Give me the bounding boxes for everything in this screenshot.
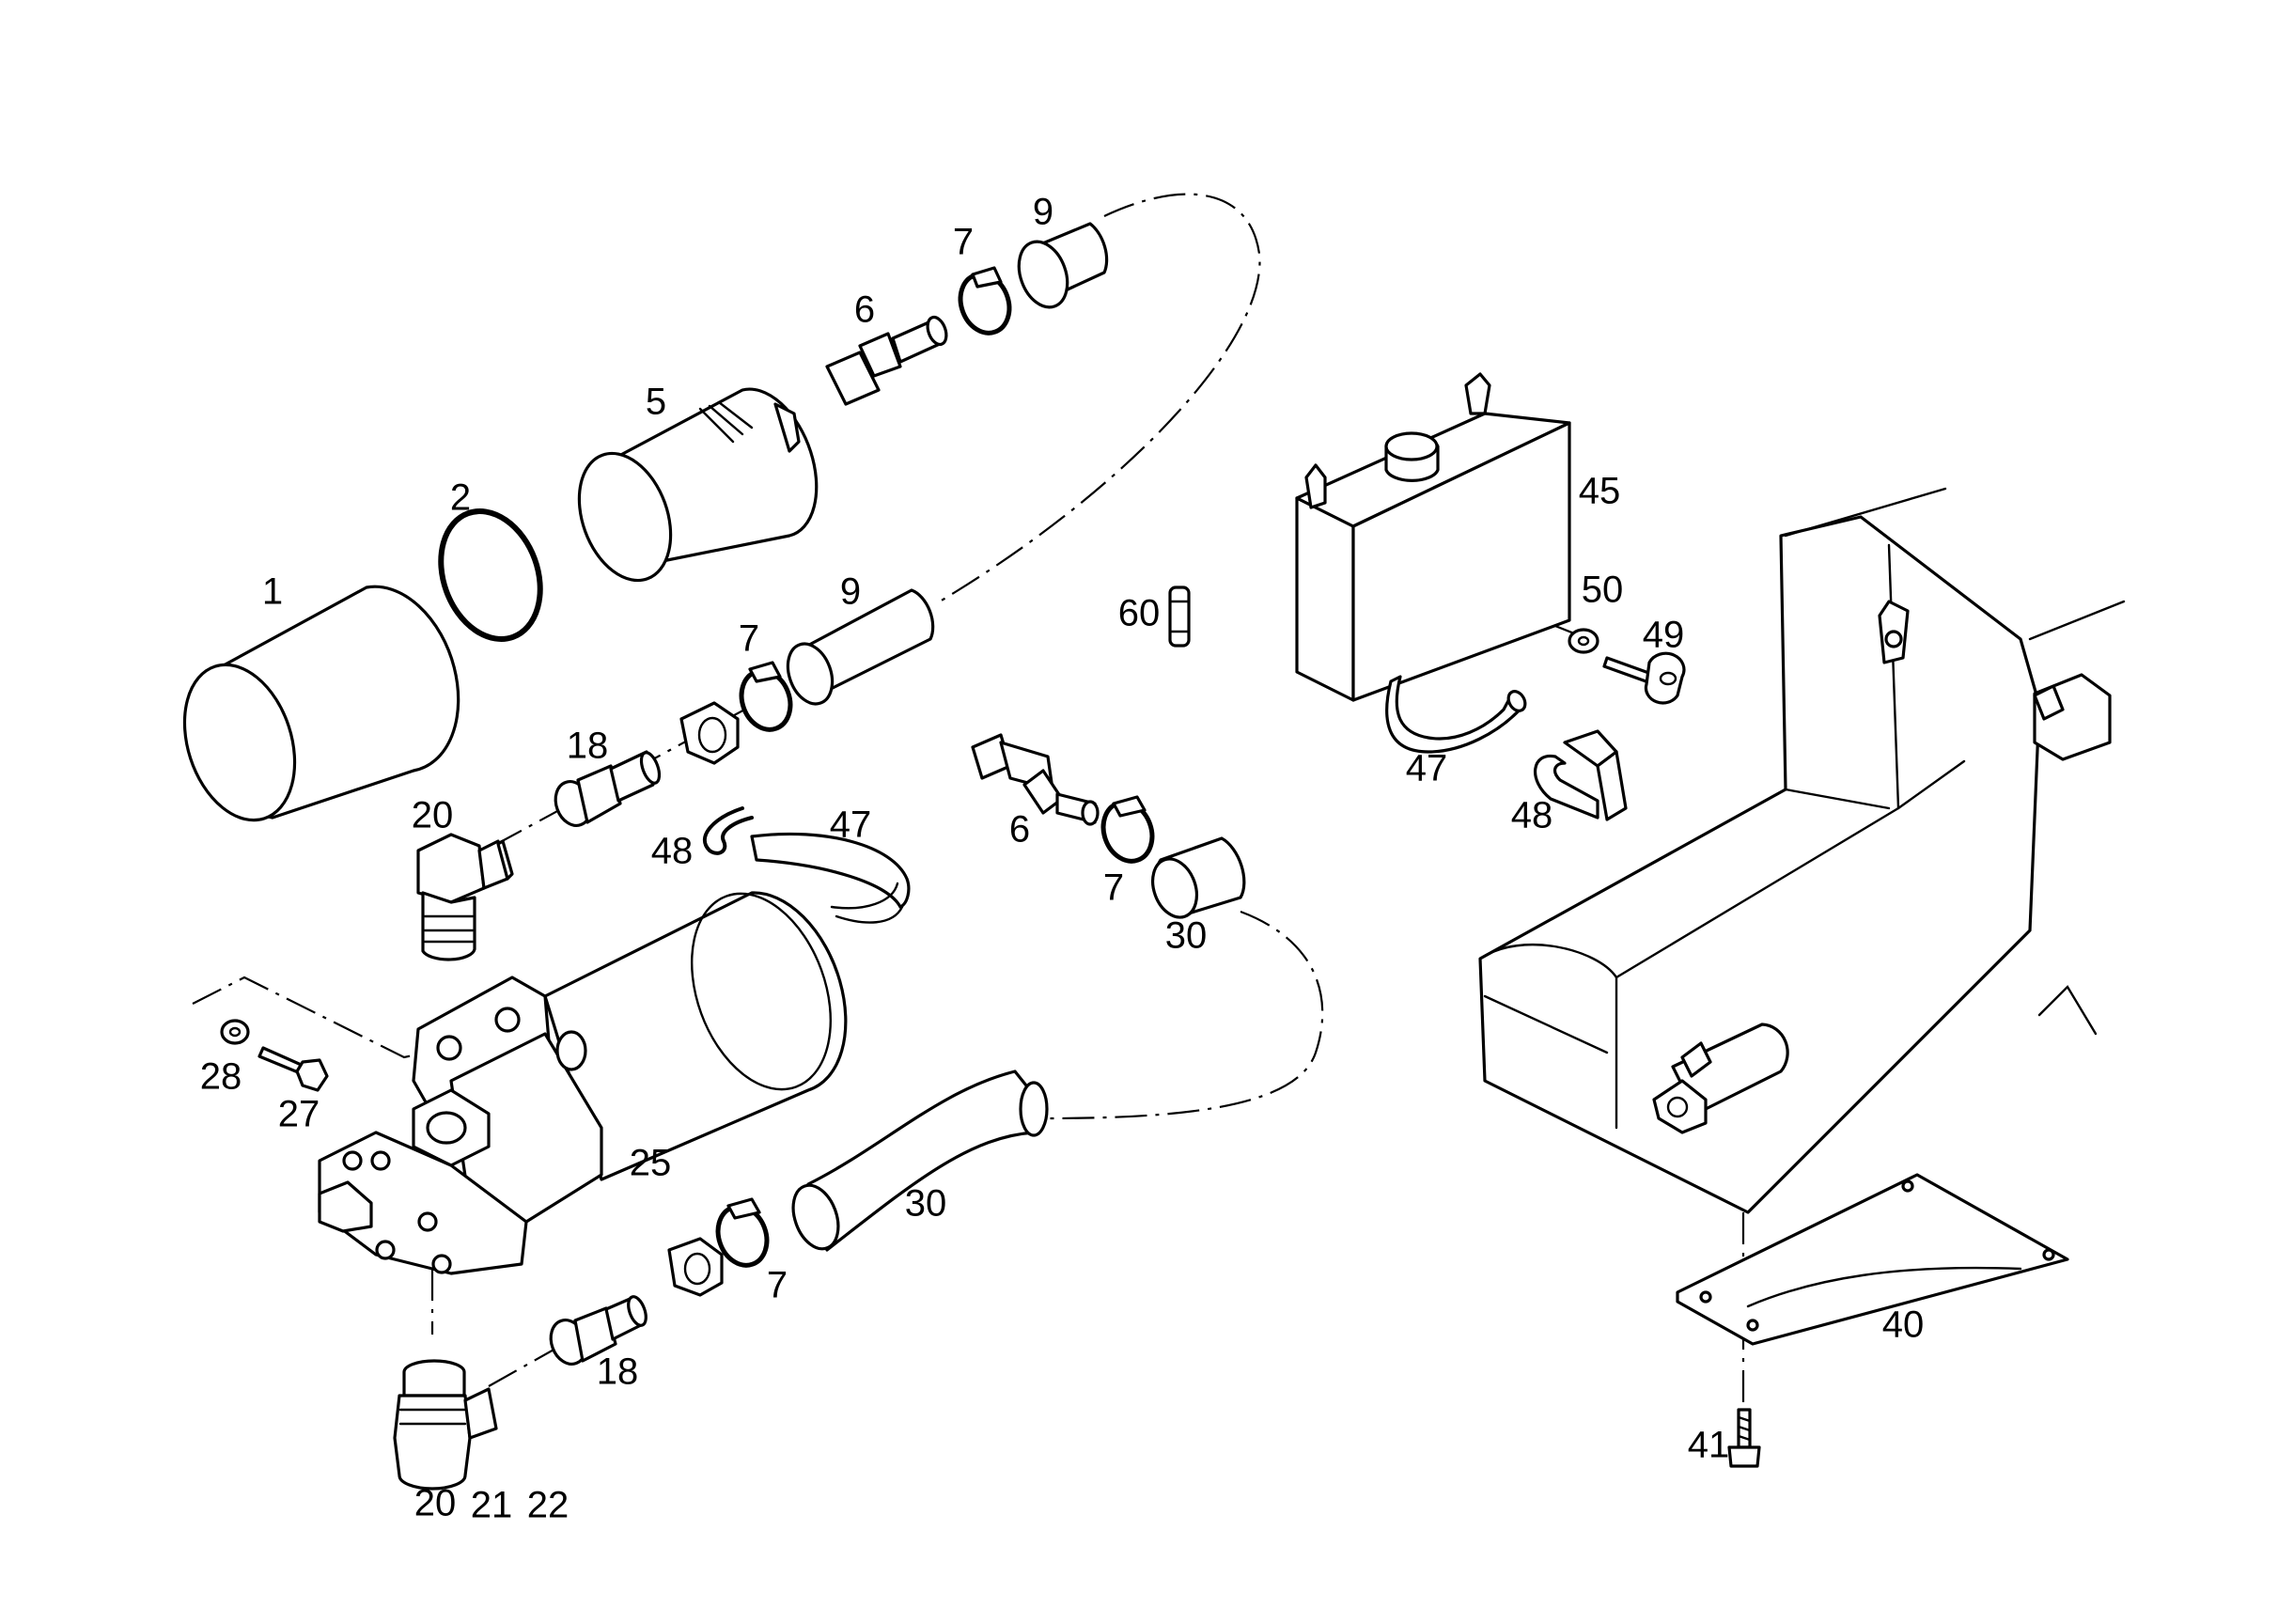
hose-clamp-d	[715, 1197, 770, 1268]
label-30-short: 30	[1165, 915, 1208, 957]
hose-nipple-lower	[971, 733, 1100, 826]
label-21: 21	[471, 1485, 513, 1526]
hose-nipple-upper	[825, 315, 948, 406]
label-20-upper: 20	[412, 795, 454, 836]
hose-clamp-c	[1100, 795, 1155, 864]
label-27: 27	[278, 1094, 320, 1135]
filter-housing	[577, 387, 819, 583]
fuel-hose-long	[791, 1070, 1049, 1252]
label-50: 50	[1582, 570, 1624, 611]
label-1: 1	[262, 571, 283, 613]
washer	[220, 1019, 250, 1045]
callout-labels: 1 2 5 6 7 9 9 7 18 20 48 47 60 45 50 49 …	[200, 192, 1925, 1526]
elbow-fitting-upper	[416, 833, 514, 961]
fuse	[1168, 586, 1191, 648]
label-25: 25	[630, 1143, 672, 1184]
label-49: 49	[1643, 615, 1685, 656]
strap-clamp	[1534, 729, 1628, 821]
filter-cartridge	[182, 585, 460, 822]
label-40: 40	[1882, 1304, 1925, 1346]
label-7-right: 7	[1103, 867, 1124, 909]
label-41: 41	[1688, 1425, 1730, 1466]
o-ring	[438, 508, 543, 642]
label-6-lower: 6	[1009, 809, 1030, 851]
label-28: 28	[200, 1056, 242, 1098]
hose-clamp-a	[958, 266, 1012, 336]
label-18-upper: 18	[567, 726, 609, 767]
fuel-tank-housing	[1478, 487, 2126, 1214]
washer-small	[1568, 628, 1599, 654]
label-7-middle: 7	[739, 618, 759, 660]
label-6-upper: 6	[854, 289, 875, 331]
label-5: 5	[646, 382, 666, 423]
label-20-lower: 20	[414, 1483, 457, 1524]
label-60: 60	[1118, 593, 1161, 634]
label-30-long: 30	[905, 1183, 947, 1225]
label-2: 2	[450, 477, 471, 519]
label-7-lower: 7	[767, 1265, 788, 1306]
label-47-left: 47	[830, 804, 872, 846]
label-18-lower: 18	[597, 1351, 639, 1393]
fuel-pump	[318, 891, 848, 1275]
label-22: 22	[527, 1485, 570, 1526]
label-7-upper: 7	[953, 222, 974, 263]
label-48-right: 48	[1511, 795, 1553, 836]
label-47-right: 47	[1406, 748, 1448, 789]
label-9-upper: 9	[1033, 192, 1053, 233]
hose-clamp-b	[739, 661, 793, 732]
hex-nut-lower	[667, 1237, 724, 1297]
mounting-bracket	[1676, 1173, 2069, 1346]
label-9-middle: 9	[840, 571, 861, 613]
label-45: 45	[1579, 471, 1621, 512]
hose-fitting-upper	[554, 750, 662, 827]
label-48-left: 48	[651, 831, 694, 872]
socket-bolt	[1602, 651, 1686, 705]
elbow-fitting-lower	[393, 1359, 498, 1491]
hex-nut-upper	[679, 701, 740, 765]
hose-sleeve-upper	[1017, 222, 1109, 309]
hex-bolt	[257, 1046, 329, 1092]
fuel-hose-short	[1151, 836, 1246, 919]
hose-sleeve-middle	[786, 588, 935, 706]
hose-fitting-lower	[549, 1295, 648, 1366]
vent-hose-left	[750, 832, 911, 924]
expansion-tank	[1295, 372, 1571, 754]
mounting-screw	[1727, 1408, 1761, 1468]
wire-clip-left	[703, 806, 754, 855]
